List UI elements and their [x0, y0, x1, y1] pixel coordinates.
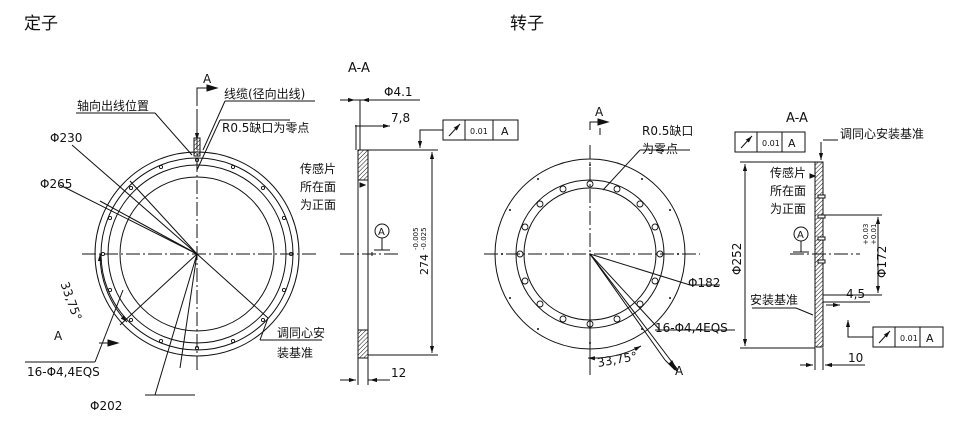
stator-section-view: [340, 97, 519, 385]
stator-bolt-holes: [100, 157, 294, 351]
rotor-datum-a: A: [797, 230, 804, 241]
leader-notch: [196, 119, 221, 171]
stator-centering-2: 装基准: [277, 346, 313, 360]
stator-section-title: A-A: [348, 61, 370, 76]
rotor-d252: Φ252: [730, 243, 744, 275]
leader-182: [589, 253, 691, 286]
leader-265: [99, 200, 198, 255]
rotor-fcf-tol-bottom: 0.01: [900, 334, 918, 343]
rotor-title: 转子: [510, 14, 544, 34]
rotor-sensor-face-1: 传感片: [770, 165, 806, 180]
stator-dim-7-8: 7,8: [391, 111, 410, 125]
rotor-fcf-datum-top: A: [788, 137, 796, 150]
stator-dim-phi4-1: Φ4.1: [384, 85, 413, 99]
stator-angle-arc: [97, 253, 128, 323]
stator-sensor-face-3: 为正面: [300, 198, 336, 212]
stator-section-bottom-hatch: [357, 329, 369, 359]
stator-sensor-face-2: 所在面: [300, 180, 336, 194]
stator-d265: Φ265: [40, 177, 72, 191]
rotor-dim-4-5: 4,5: [846, 287, 865, 301]
stator-d230: Φ230: [50, 131, 82, 145]
stator-holes: 16-Φ4,4EQS: [27, 365, 100, 379]
stator-cable-note: 线缆(径向出线): [224, 86, 305, 101]
stator-angle: 33,75°: [58, 280, 85, 323]
leader-202: [154, 253, 198, 396]
rotor-section-view: [734, 131, 944, 370]
rotor-d182: Φ182: [688, 276, 720, 290]
stator-axial-outlet: 轴向出线位置: [77, 98, 149, 113]
leader-centering: [196, 253, 269, 319]
rotor-sensor-face-2: 所在面: [770, 184, 806, 198]
rotor-dim-10: 10: [848, 351, 863, 365]
rotor-fcf-tol-top: 0.01: [762, 139, 780, 148]
stator-section-a-top: A: [203, 72, 212, 86]
rotor-notch-1: R0.5缺口: [642, 123, 693, 138]
stator-tol-upper: -0.005: [412, 227, 420, 250]
leader-holes: [589, 253, 666, 361]
rotor-tol-upper: +0.03: [862, 224, 870, 245]
rotor-centering-datum: 调同心安装基准: [840, 126, 924, 141]
rotor-d172: Φ172: [875, 246, 889, 278]
stator-section-top-hatch: [357, 149, 369, 181]
rotor-sensor-face-3: 为正面: [770, 202, 806, 216]
rotor-outer-dots: [501, 164, 679, 344]
rotor-angle: 33,75°: [596, 349, 638, 370]
stator-fcf-datum: A: [501, 125, 509, 138]
stator-sensor-face-1: 传感片: [300, 161, 336, 176]
rotor-fcf-datum-bottom: A: [926, 332, 934, 345]
stator-dim-12: 12: [391, 366, 406, 380]
leader-230: [71, 144, 198, 255]
stator-title: 定子: [24, 14, 58, 34]
stator-notch-zero: R0.5缺口为零点: [222, 120, 309, 135]
stator-d202: Φ202: [90, 399, 122, 413]
rotor-section-a-top: A: [595, 105, 604, 119]
rotor-tol-lower: +0.01: [870, 224, 878, 245]
rotor-holes: 16-Φ4,4EQS: [655, 321, 728, 335]
rotor-section-a-bottom: A: [675, 364, 684, 378]
stator-tol-lower: -0.025: [420, 227, 428, 250]
rotor-notch-2: 为零点: [642, 142, 678, 156]
rotor-front-view: [484, 118, 735, 375]
rotor-angle-arc: [587, 345, 642, 361]
stator-notch: [193, 137, 201, 157]
stator-dim-274: 274: [418, 254, 431, 275]
stator-section-a-bottom: A: [54, 329, 63, 343]
rotor-install-datum: 安装基准: [750, 292, 798, 307]
rotor-bolt-holes: [516, 180, 664, 328]
stator-datum-a: A: [378, 227, 385, 238]
stator-fcf-tol: 0.01: [470, 127, 488, 136]
stator-centering-1: 调同心安: [277, 325, 325, 340]
rotor-section-title: A-A: [786, 111, 808, 126]
